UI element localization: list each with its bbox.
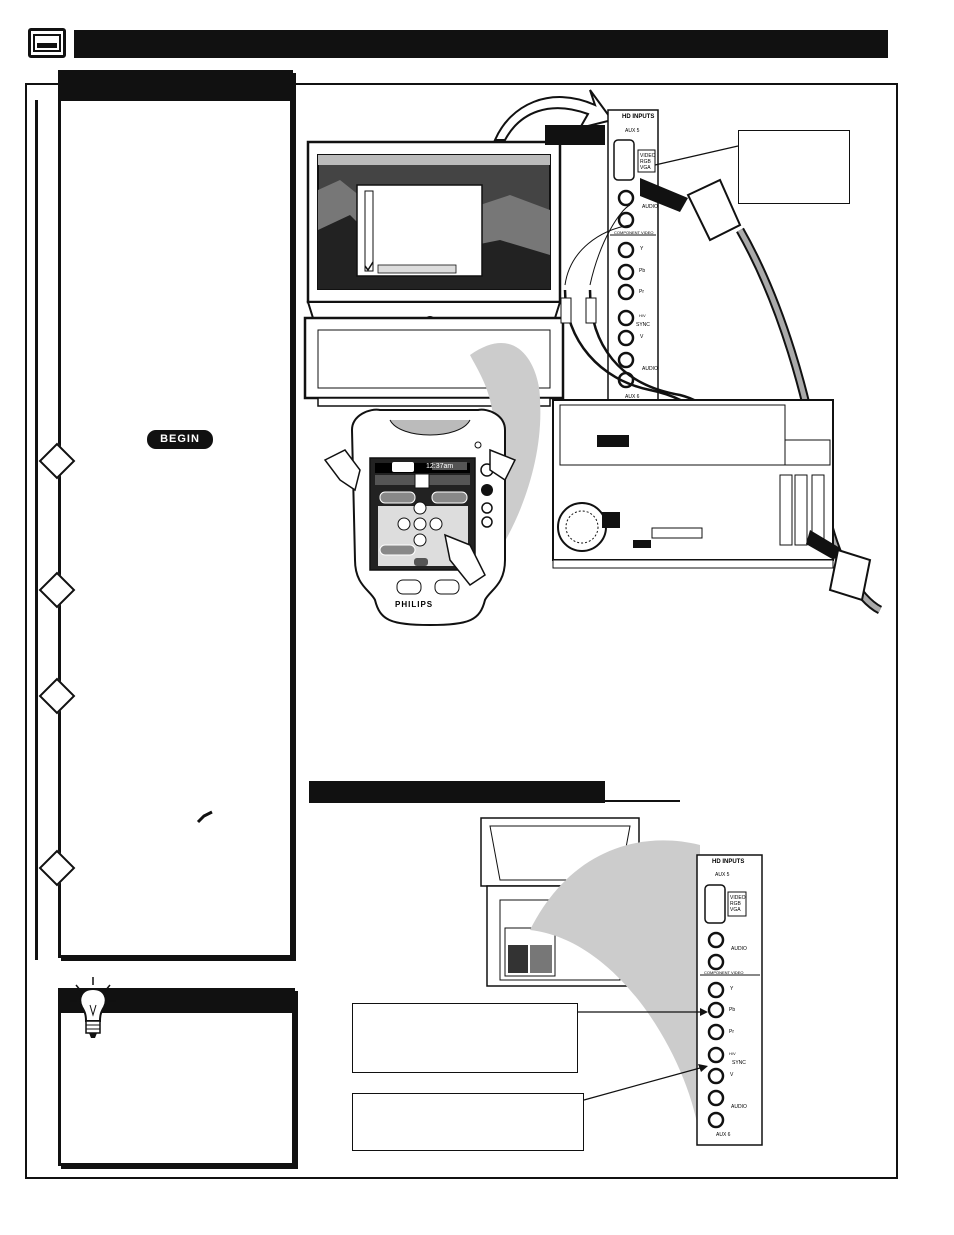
aux5-label: AUX 5 [625,128,640,134]
header-bar [74,30,888,58]
sync-label-top: SYNC [636,322,650,328]
callout-box-component [352,1003,578,1073]
audio-label-bottom: AUDIO [731,946,747,952]
pr-label-top: Pr [639,289,644,295]
hv-label-top: H/V [639,313,646,318]
step-guide-line [35,100,38,960]
aux6-label-top: AUX 6 [625,394,640,400]
tv-menu-icon [28,28,66,58]
callout-box-vga [738,130,850,204]
hd-input-panel-top [607,109,659,409]
y-label-bottom: Y [730,986,734,992]
hd-inputs-label-bottom: HD INPUTS [712,859,745,865]
section-title-bar [309,781,605,803]
aux5-label-bottom: AUX 5 [715,872,730,878]
audio-label-top-2: AUDIO [642,366,658,372]
tv-illustration [303,140,565,407]
page-frame [25,83,898,1179]
aux6-label-bottom: AUX 6 [716,1132,731,1138]
instruction-panel-title-bar [61,73,290,101]
section-title-underline [502,800,680,802]
philips-logo: PHILIPS [395,600,434,609]
audio-label-top: AUDIO [642,204,658,210]
remote-clock: 12:37am [426,463,454,470]
v-label-top: V [640,334,644,340]
computer-illustration [552,399,834,569]
begin-badge: BEGIN [147,430,213,449]
lightbulb-icon [70,977,116,1038]
pb-label-top: Pb [639,268,646,274]
pr-label-bottom: Pr [729,1029,734,1035]
v-label-bottom: V [730,1072,734,1078]
hd-inputs-label: HD INPUTS [622,114,655,120]
y-label-top: Y [640,246,644,252]
hv-label-bottom: H/V [729,1051,736,1056]
pb-label-bottom: Pb [729,1007,736,1013]
smart-help-title-bar [61,991,292,1013]
remote-illustration [323,408,517,627]
callout-box-sync [352,1093,584,1151]
audio-label-bottom-2: AUDIO [731,1104,747,1110]
component-video-label-bottom: COMPONENT VIDEO [704,970,744,975]
hd-input-panel-bottom [696,854,763,1146]
sync-label-bottom: SYNC [732,1060,746,1066]
instruction-panel [58,70,293,958]
component-video-label-top: COMPONENT VIDEO [614,230,654,235]
checkmark-icon [196,810,213,824]
